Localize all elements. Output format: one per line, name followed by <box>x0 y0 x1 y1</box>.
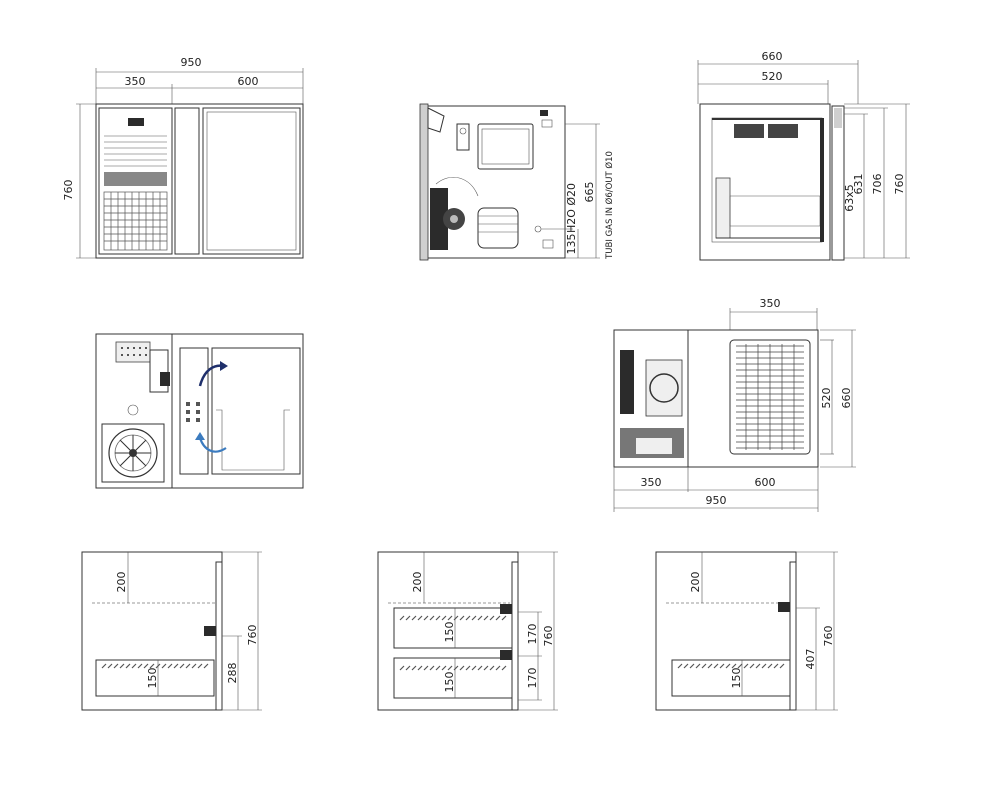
drawer2-dim-150b: 150 <box>443 672 456 693</box>
front-dim-left: 350 <box>125 75 146 88</box>
drawer-single-view: 200 150 288 760 <box>81 551 262 711</box>
side-note-gas: TUBI GAS IN Ø6/OUT Ø10 <box>604 151 615 260</box>
right-dim-slot: 63x5 <box>843 184 856 212</box>
front-dim-total: 950 <box>181 56 202 69</box>
drawer-mixed-view: 200 150 407 760 <box>655 551 838 711</box>
right-dim-631: 631 <box>852 174 865 195</box>
right-dim-706: 706 <box>871 174 884 195</box>
front-louvres <box>104 135 167 167</box>
side-note-water: H2O Ø20 <box>565 183 578 233</box>
right-dim-520: 520 <box>762 70 783 83</box>
drawer1-dim-150: 150 <box>146 668 159 689</box>
side-section-view: 135 665 H2O Ø20 TUBI GAS IN Ø6/OUT Ø10 <box>419 103 615 261</box>
drawer3-dim-407: 407 <box>804 649 817 670</box>
fan-icon <box>443 208 465 230</box>
drawer1-dim-288: 288 <box>226 663 239 684</box>
front-grille <box>103 191 168 251</box>
condenser-grille <box>729 339 811 455</box>
drawer2-dim-170a: 170 <box>526 624 539 645</box>
drawer1-dim-760: 760 <box>246 625 259 646</box>
top-dim-350: 350 <box>760 297 781 310</box>
top-dim-b350: 350 <box>641 476 662 489</box>
evaporator-fins <box>734 124 798 138</box>
top-dim-b600: 600 <box>755 476 776 489</box>
front-view: 950 350 600 760 <box>62 56 304 259</box>
drawer3-dim-200: 200 <box>689 572 702 593</box>
vent-grid <box>115 341 151 363</box>
interior-view <box>95 333 304 489</box>
top-view: 350 520 660 350 600 950 <box>613 297 856 512</box>
right-dim-760: 760 <box>893 174 906 195</box>
drawer2-dim-150a: 150 <box>443 622 456 643</box>
compressor-icon <box>477 207 519 249</box>
front-dim-right: 600 <box>238 75 259 88</box>
drawer2-dim-170b: 170 <box>526 668 539 689</box>
top-dim-b950: 950 <box>706 494 727 507</box>
top-dim-520: 520 <box>820 388 833 409</box>
side-dim-135: 135 <box>565 234 578 255</box>
front-dim-height: 760 <box>62 180 75 201</box>
right-dim-660: 660 <box>762 50 783 63</box>
side-dim-665: 665 <box>583 182 596 203</box>
drawer-double-view: 200 150 150 170 170 760 <box>377 551 558 711</box>
right-side-view: 660 520 631 706 760 63x5 <box>697 50 910 261</box>
return-arrow-icon <box>198 437 227 453</box>
drawer1-dim-200: 200 <box>115 572 128 593</box>
drawer3-dim-150: 150 <box>730 668 743 689</box>
drawer2-dim-200: 200 <box>411 572 424 593</box>
fan-icon <box>101 423 165 483</box>
top-dim-660: 660 <box>840 388 853 409</box>
drawer2-dim-760: 760 <box>542 626 555 647</box>
drawer3-dim-760: 760 <box>822 626 835 647</box>
